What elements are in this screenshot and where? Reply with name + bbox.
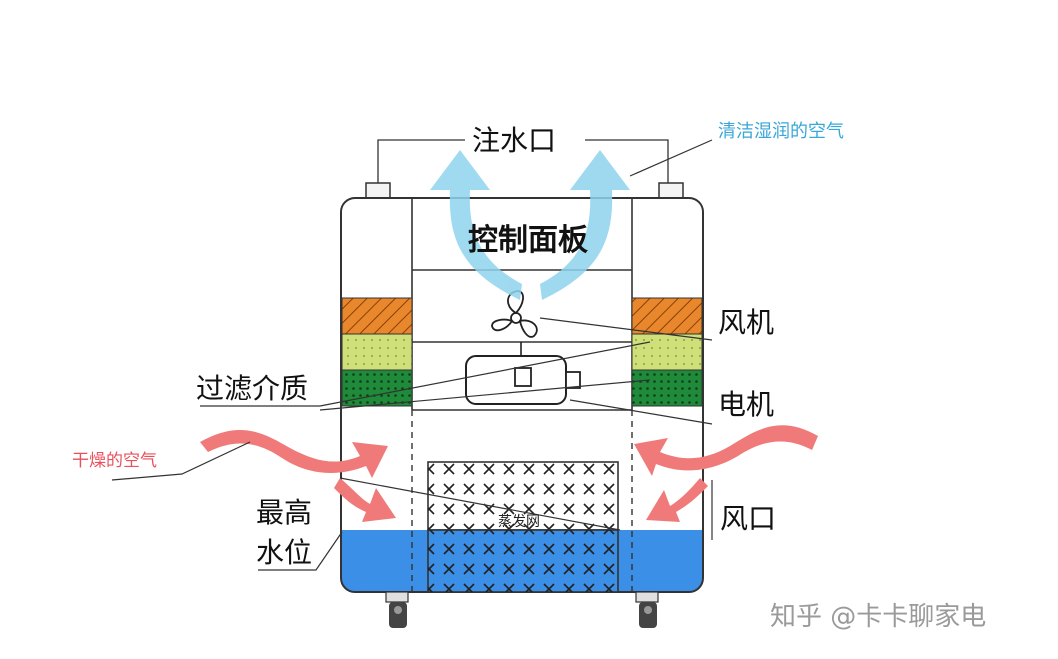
filter-layer-green-left — [341, 369, 413, 407]
evaporator-leader — [339, 477, 621, 531]
evaporator-lower-pattern — [428, 530, 618, 592]
wheel-icon — [385, 591, 409, 628]
evaporator-upper-pattern — [428, 462, 618, 530]
filter-layer-orange-right — [631, 297, 703, 335]
dry-air-leader — [111, 441, 251, 481]
filter-layer-green-right — [631, 369, 703, 407]
motor-leader — [569, 399, 713, 425]
max-water-level-label-2: 水位 — [256, 536, 312, 569]
filter-leader-1 — [319, 341, 651, 407]
water-inlet-cap-left — [365, 182, 391, 199]
filter-layer-yellow-right — [631, 333, 703, 371]
motor-icon — [465, 355, 581, 405]
fan-leader — [539, 317, 713, 341]
water-inlet-cap-right — [658, 182, 684, 199]
max-water-level-label-1: 最高 — [256, 496, 312, 529]
clean-air-leader — [629, 139, 713, 177]
water-inlet-leader-right — [585, 139, 669, 183]
dry-air-arrows — [200, 425, 818, 522]
watermark: 知乎 @卡卡聊家电 — [770, 602, 987, 632]
evaporator-label: 蒸发网 — [498, 514, 540, 530]
wheel-icon-right — [635, 591, 659, 628]
motor-label: 电机 — [718, 388, 774, 421]
clean-air-label: 清洁湿润的空气 — [718, 121, 844, 142]
control-panel-label: 控制面板 — [468, 223, 588, 258]
fan-icon — [491, 290, 538, 338]
water-level-leader — [258, 531, 343, 571]
filter-layer-yellow-left — [341, 333, 413, 371]
clean-air-arrows — [430, 150, 630, 300]
water-inlet-label: 注水口 — [472, 124, 556, 157]
water-inlet-leader-left — [377, 139, 465, 183]
filter-media-label: 过滤介质 — [196, 372, 308, 405]
dry-air-label: 干燥的空气 — [72, 451, 157, 471]
filter-leader-2 — [319, 379, 651, 411]
filter-layer-orange-left — [341, 297, 413, 335]
air-inlet-label: 风口 — [720, 502, 776, 535]
fan-label: 风机 — [718, 306, 774, 339]
